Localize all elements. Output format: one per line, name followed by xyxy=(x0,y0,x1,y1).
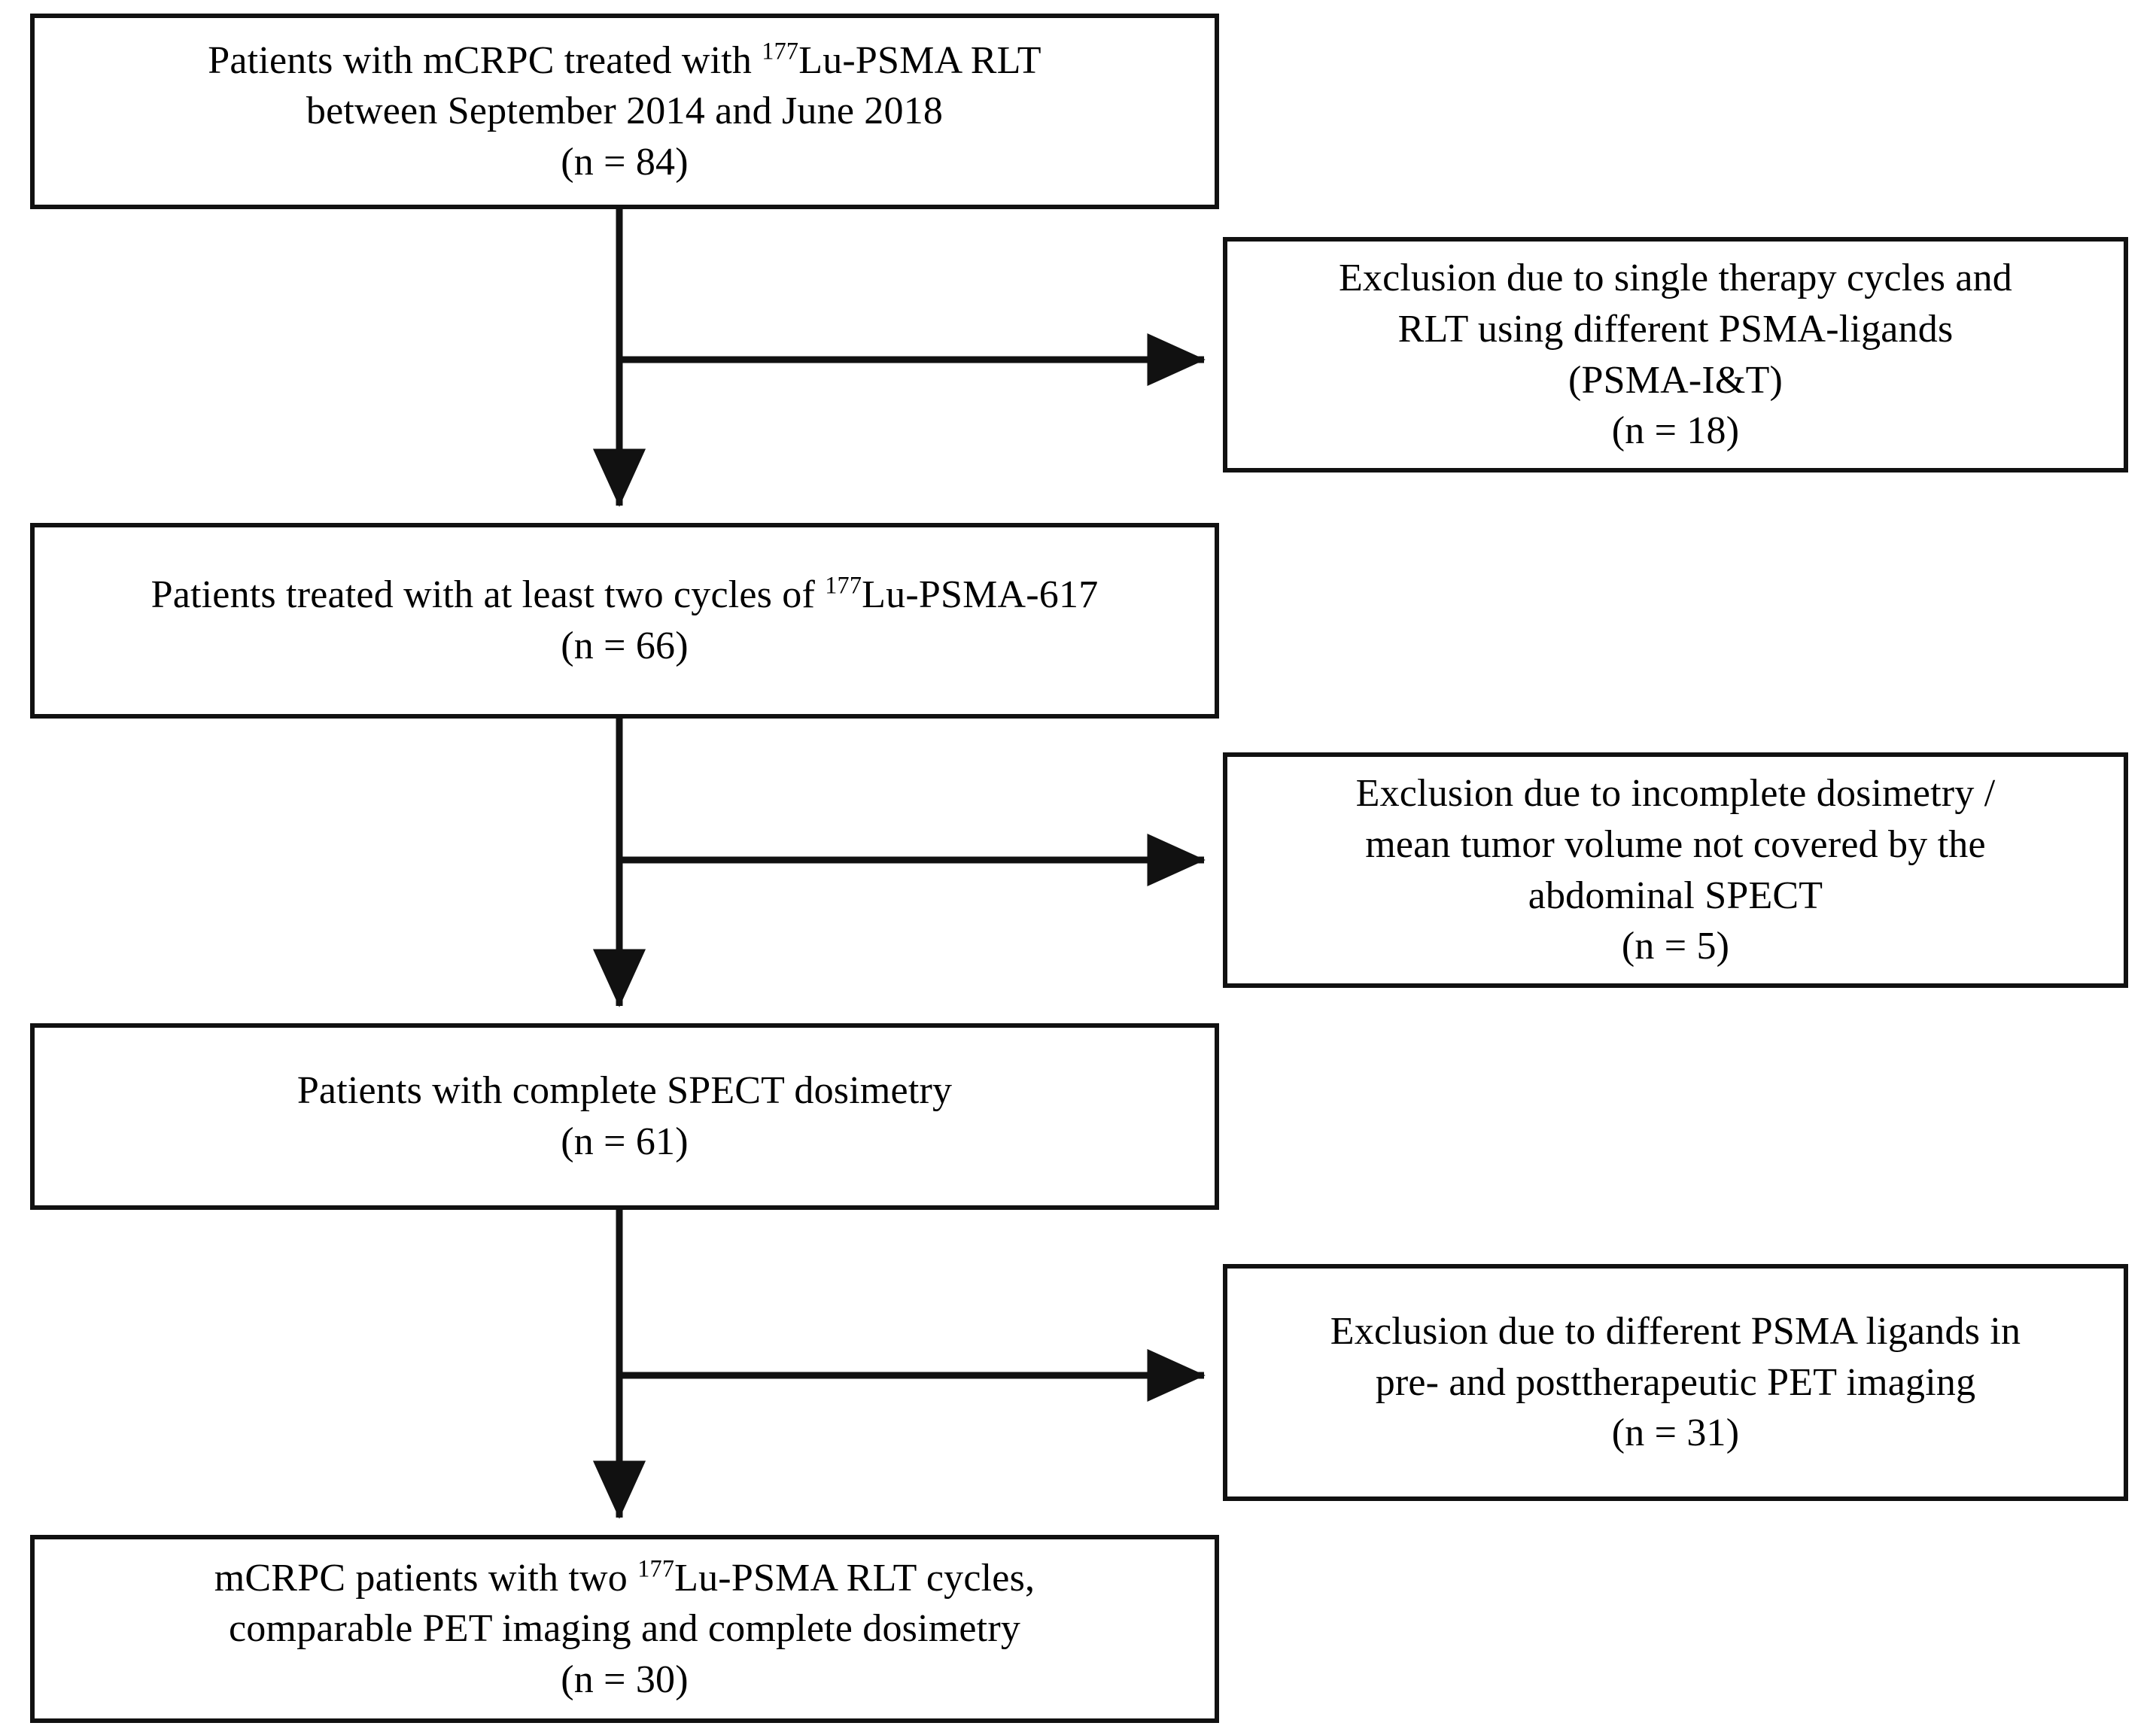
node-exclusion-3-text: Exclusion due to different PSMA ligands … xyxy=(1311,1306,2040,1459)
node-exclusion-incomplete-dosimetry: Exclusion due to incomplete dosimetry / m… xyxy=(1223,752,2128,988)
exclusion-1-count: (n = 18) xyxy=(1611,409,1740,453)
two-cycles-count: (n = 66) xyxy=(561,624,689,667)
dosimetry-line1: Patients with complete SPECT dosimetry xyxy=(296,1069,953,1113)
exclusion-3-count: (n = 31) xyxy=(1611,1411,1740,1455)
enrolled-line1-a: Patients with mCRPC treated with xyxy=(208,38,762,82)
node-dosimetry-text: Patients with complete SPECT dosimetry (n… xyxy=(278,1065,972,1167)
two-cycles-line1-b: Lu-PSMA-617 xyxy=(862,573,1099,617)
node-two-cycles-text: Patients treated with at least two cycle… xyxy=(132,570,1118,671)
two-cycles-isotope-superscript: 177 xyxy=(825,572,862,600)
exclusion-2-count: (n = 5) xyxy=(1621,925,1730,968)
node-final-cohort: mCRPC patients with two 177Lu-PSMA RLT c… xyxy=(30,1535,1219,1723)
exclusion-3-line1: Exclusion due to different PSMA ligands … xyxy=(1330,1310,2021,1354)
dosimetry-count: (n = 61) xyxy=(561,1120,689,1163)
final-line2: comparable PET imaging and complete dosi… xyxy=(228,1607,1021,1651)
node-two-cycles-cohort: Patients treated with at least two cycle… xyxy=(30,523,1219,719)
exclusion-2-line3: abdominal SPECT xyxy=(1528,874,1823,917)
exclusion-1-line1: Exclusion due to single therapy cycles a… xyxy=(1338,257,2013,300)
exclusion-3-line2: pre- and posttherapeutic PET imaging xyxy=(1375,1360,1976,1404)
exclusion-1-line2: RLT using different PSMA-ligands xyxy=(1397,307,1954,351)
enrolled-line2: between September 2014 and June 2018 xyxy=(306,90,944,133)
node-enrolled-cohort: Patients with mCRPC treated with 177Lu-P… xyxy=(30,14,1219,209)
node-exclusion-different-ligands: Exclusion due to different PSMA ligands … xyxy=(1223,1264,2128,1501)
node-exclusion-single-cycles: Exclusion due to single therapy cycles a… xyxy=(1223,237,2128,472)
node-enrolled-text: Patients with mCRPC treated with 177Lu-P… xyxy=(188,35,1060,188)
node-final-text: mCRPC patients with two 177Lu-PSMA RLT c… xyxy=(195,1553,1054,1706)
node-exclusion-2-text: Exclusion due to incomplete dosimetry / m… xyxy=(1336,768,2015,971)
final-line1-a: mCRPC patients with two xyxy=(214,1556,638,1600)
enrolled-count: (n = 84) xyxy=(561,140,689,184)
exclusion-2-line2: mean tumor volume not covered by the xyxy=(1365,822,1986,866)
enrolled-isotope-superscript: 177 xyxy=(762,37,799,65)
exclusion-1-line3: (PSMA-I&T) xyxy=(1568,358,1783,402)
final-line1-b: Lu-PSMA RLT cycles, xyxy=(674,1556,1035,1600)
two-cycles-line1-a: Patients treated with at least two cycle… xyxy=(151,573,826,617)
exclusion-2-line1: Exclusion due to incomplete dosimetry / xyxy=(1355,772,1996,816)
final-isotope-superscript: 177 xyxy=(637,1554,675,1582)
enrolled-line1-b: Lu-PSMA RLT xyxy=(798,38,1042,82)
node-complete-spect-dosimetry: Patients with complete SPECT dosimetry (n… xyxy=(30,1023,1219,1210)
final-count: (n = 30) xyxy=(561,1658,689,1701)
node-exclusion-1-text: Exclusion due to single therapy cycles a… xyxy=(1319,253,2032,456)
